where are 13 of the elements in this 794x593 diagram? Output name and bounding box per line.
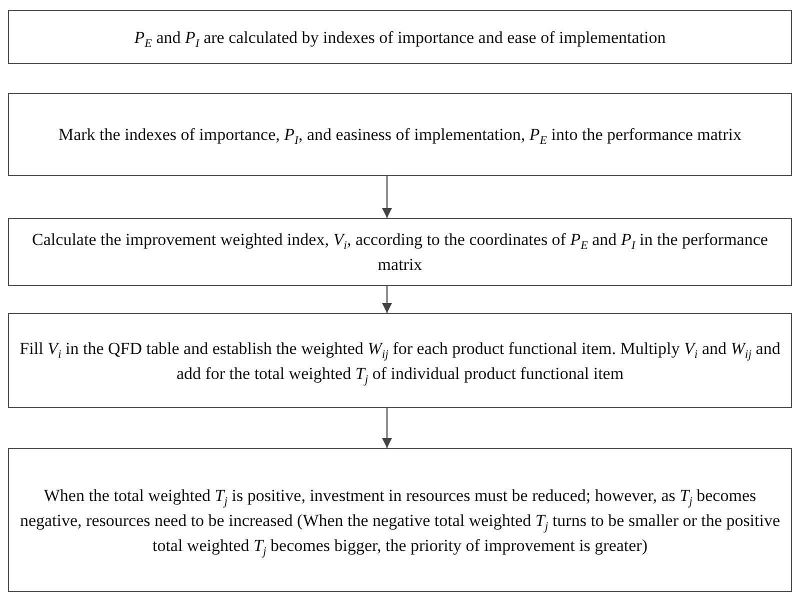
arrow	[382, 408, 392, 448]
process-box	[8, 313, 792, 408]
step-text: Mark the indexes of importance, P$_{I}$, and easiness of implementation, P$_{E}$ into the performance matrix	[57, 124, 743, 147]
process-box	[8, 218, 792, 286]
process-box	[8, 10, 792, 64]
step-text: P$_{E}$ and P$_{I}$ are calculated by indexes of importance and ease of implementation	[133, 26, 667, 50]
step-text: Fill V$_{i}$ in the QFD table and establish the weighted W$_{ij}$ for each product functional item. Multiply V$_{i}$ and W$_{ij}$ and add for the total weighted T$_{j}$ of individual product functional item	[18, 338, 782, 386]
arrow	[382, 286, 392, 313]
step-text: When the total weighted T$_{j}$ is positive, investment in resources must be reduced; however, as T$_{j}$ becomes negative, resources need to be increased (When the negative total weighted T$_{j}$ turns to be smaller or the positive total weighted T$_{j}$ becomes bigger, the priority of improvement is greater)	[18, 484, 782, 558]
arrow	[382, 176, 392, 218]
process-box	[8, 93, 792, 176]
process-box	[8, 448, 792, 592]
step-text: Calculate the improvement weighted index, V$_{i}$, according to the coordinates of P$_{E}$ and P$_{I}$ in the performance matrix	[31, 229, 769, 276]
